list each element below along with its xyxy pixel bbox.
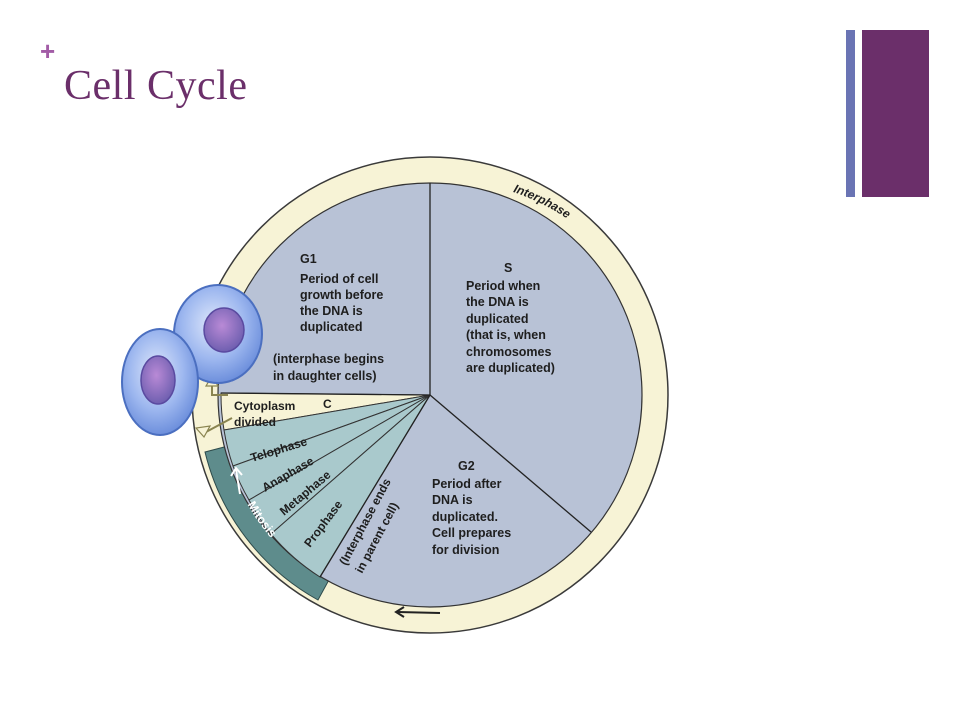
cytokinesis-line: Cytoplasm [234, 399, 295, 413]
decor-bar-thin [846, 30, 855, 197]
s-heading: S [504, 261, 512, 275]
daughter-cell-lower [121, 328, 199, 436]
s-line: (that is, when [466, 328, 546, 342]
mitosis-arrow [235, 469, 241, 495]
g1-line: duplicated [300, 320, 363, 334]
g1-note-line: (interphase begins [273, 352, 384, 366]
slide-title: Cell Cycle [64, 63, 248, 109]
g2-line: Period after [432, 477, 502, 491]
nucleus-icon [140, 355, 176, 405]
cycle-arrow-bottom [397, 611, 441, 614]
g1-note-line: in daughter cells) [273, 369, 377, 383]
divider-s-g2 [429, 394, 592, 533]
cytokinesis-letter: C [323, 397, 332, 411]
s-line: Period when [466, 279, 540, 293]
s-line: chromosomes [466, 345, 551, 359]
g1-line: Period of cell [300, 272, 379, 286]
slide-bullet: + [40, 36, 56, 66]
s-line: are duplicated) [466, 361, 555, 375]
arrowhead-icon [230, 466, 243, 477]
nucleus-icon [203, 307, 245, 353]
decor-bar-thick [862, 30, 929, 197]
g1-heading: G1 [300, 252, 317, 266]
g2-line: for division [432, 543, 499, 557]
s-line: duplicated [466, 312, 529, 326]
arrowhead-icon [394, 606, 405, 618]
g2-line: DNA is [432, 493, 473, 507]
cytokinesis-line: divided [234, 415, 276, 429]
arrow-to-cell [205, 417, 233, 433]
g1-line: the DNA is [300, 304, 363, 318]
arrowhead-icon [194, 425, 212, 439]
g2-line: Cell prepares [432, 526, 511, 540]
divider-g1-c [220, 392, 431, 396]
g2-line: duplicated. [432, 510, 498, 524]
g2-heading: G2 [458, 459, 475, 473]
s-line: the DNA is [466, 295, 529, 309]
g1-line: growth before [300, 288, 383, 302]
divider-g2-mitosis [319, 394, 431, 578]
